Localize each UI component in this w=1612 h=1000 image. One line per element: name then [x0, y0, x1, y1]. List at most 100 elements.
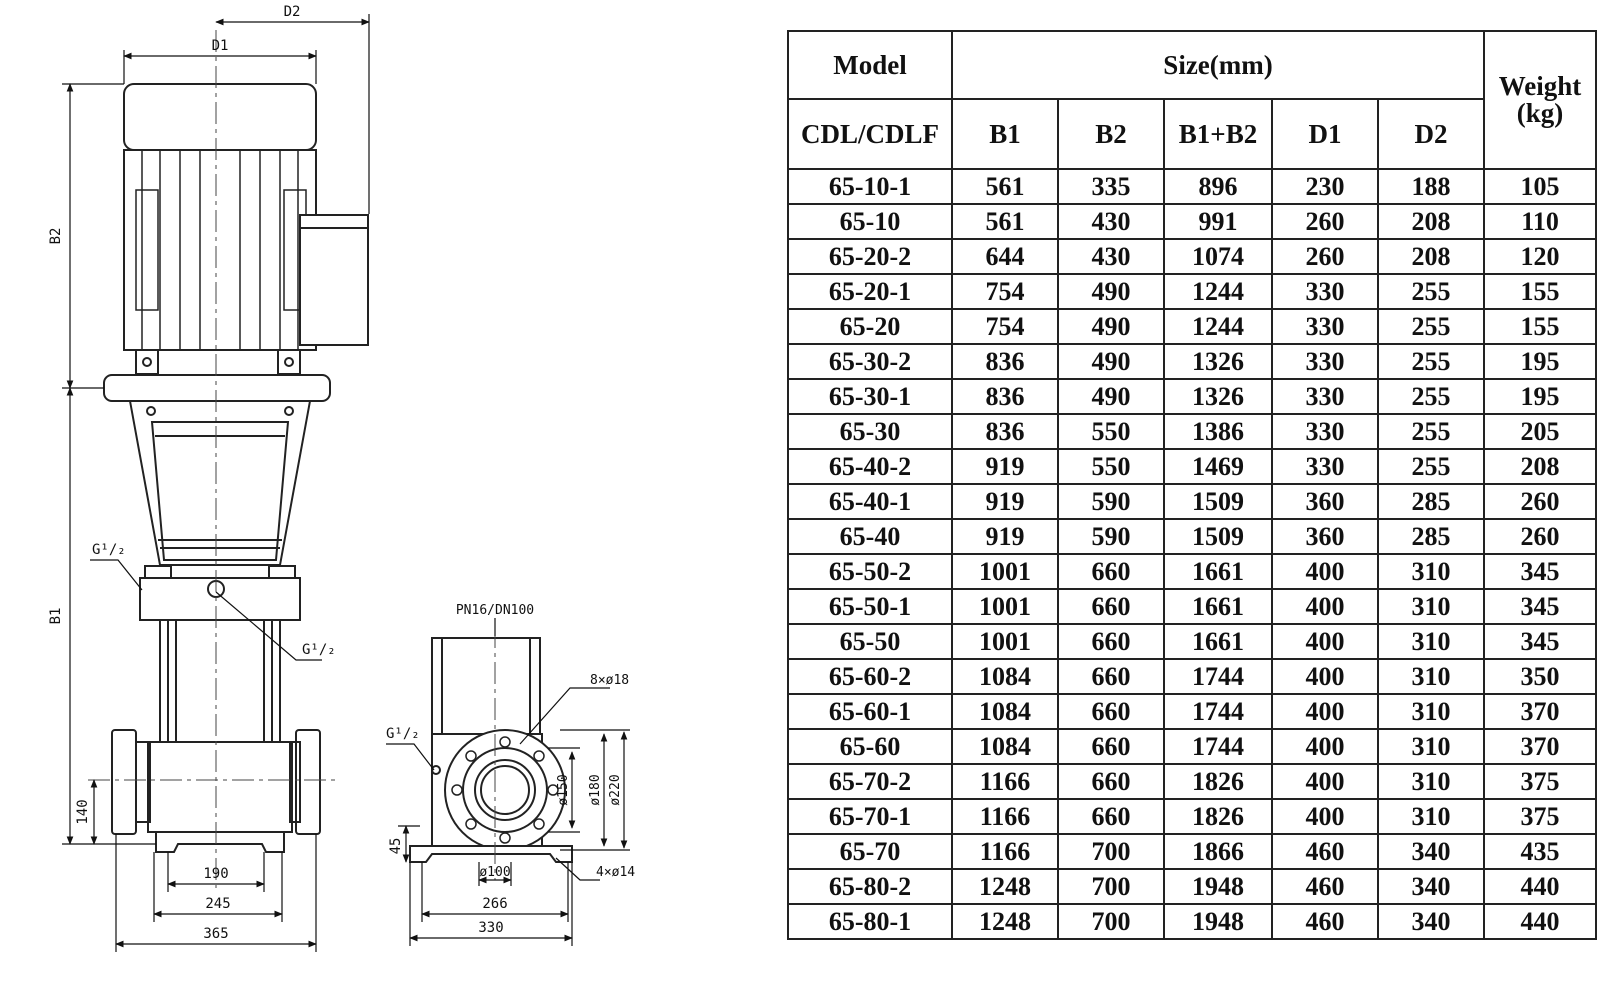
- weight-cell: 345: [1483, 588, 1598, 625]
- d1-cell: 460: [1271, 868, 1379, 905]
- table-subheader-row: CDL/CDLF B1 B2 B1+B2 D1 D2: [787, 98, 1596, 170]
- label-365: 365: [203, 926, 228, 942]
- b1b2-cell: 1826: [1163, 763, 1273, 800]
- b1-cell: 836: [951, 413, 1059, 450]
- b1-cell: 1001: [951, 623, 1059, 660]
- weight-cell: 345: [1483, 623, 1598, 660]
- weight-cell: 195: [1483, 343, 1598, 380]
- motor-cooling-fins: [135, 150, 307, 350]
- d2-cell: 310: [1376, 798, 1486, 835]
- b1b2-cell: 1744: [1163, 728, 1273, 765]
- b1-cell: 1084: [951, 693, 1059, 730]
- label-dia-100: ø100: [479, 865, 510, 880]
- b2-cell: 660: [1057, 588, 1165, 625]
- model-cell: 65-60-1: [787, 693, 953, 730]
- model-cell: 65-70-2: [787, 763, 953, 800]
- b2-header: B2: [1057, 98, 1165, 170]
- d1-cell: 230: [1271, 168, 1379, 205]
- d1-cell: 400: [1271, 693, 1379, 730]
- d2-cell: 285: [1376, 518, 1486, 555]
- b2-cell: 430: [1057, 238, 1165, 275]
- motor-fan-cover: [123, 83, 317, 151]
- d2-cell: 310: [1376, 553, 1486, 590]
- model-cell: 65-10: [787, 203, 953, 240]
- d2-cell: 310: [1376, 763, 1486, 800]
- b1-cell: 1166: [951, 833, 1059, 870]
- b1b2-cell: 1509: [1163, 518, 1273, 555]
- label-245: 245: [205, 896, 230, 912]
- b1b2-cell: 1326: [1163, 343, 1273, 380]
- label-g-lower: G¹/₂: [302, 642, 336, 658]
- d2-cell: 285: [1376, 483, 1486, 520]
- label-d2: D2: [284, 4, 301, 20]
- weight-cell: 370: [1483, 728, 1598, 765]
- model-cell: 65-20-2: [787, 238, 953, 275]
- d1-cell: 330: [1271, 308, 1379, 345]
- b2-cell: 700: [1057, 868, 1165, 905]
- label-flange-spec: PN16/DN100: [456, 603, 534, 618]
- b1-cell: 754: [951, 273, 1059, 310]
- b2-cell: 490: [1057, 273, 1165, 310]
- d2-cell: 255: [1376, 378, 1486, 415]
- b1-cell: 1166: [951, 798, 1059, 835]
- model-cell: 65-40: [787, 518, 953, 555]
- d1-cell: 400: [1271, 728, 1379, 765]
- model-cell: 65-60: [787, 728, 953, 765]
- weight-cell: 205: [1483, 413, 1598, 450]
- d1-cell: 400: [1271, 623, 1379, 660]
- b1b2-cell: 1948: [1163, 868, 1273, 905]
- b1b2-header: B1+B2: [1163, 98, 1273, 170]
- weight-header: Weight (kg): [1483, 30, 1598, 170]
- label-dia-150: ø150: [556, 774, 571, 805]
- label-190: 190: [203, 866, 228, 882]
- b1-cell: 919: [951, 448, 1059, 485]
- d2-cell: 310: [1376, 658, 1486, 695]
- d2-cell: 340: [1376, 903, 1486, 940]
- b1b2-cell: 1866: [1163, 833, 1273, 870]
- b1b2-cell: 1744: [1163, 658, 1273, 695]
- model-cell: 65-30-2: [787, 343, 953, 380]
- b1-cell: 1001: [951, 588, 1059, 625]
- d2-cell: 255: [1376, 308, 1486, 345]
- b1-cell: 1084: [951, 658, 1059, 695]
- label-140: 140: [75, 799, 91, 824]
- model-cell: 65-50-1: [787, 588, 953, 625]
- weight-cell: 260: [1483, 483, 1598, 520]
- b2-cell: 660: [1057, 658, 1165, 695]
- b2-cell: 590: [1057, 483, 1165, 520]
- weight-cell: 370: [1483, 693, 1598, 730]
- b1b2-cell: 991: [1163, 203, 1273, 240]
- b1-cell: 1001: [951, 553, 1059, 590]
- b1-cell: 1084: [951, 728, 1059, 765]
- d2-header: D2: [1376, 98, 1486, 170]
- b2-cell: 660: [1057, 553, 1165, 590]
- weight-cell: 110: [1483, 203, 1598, 240]
- pump-base: [147, 741, 293, 833]
- weight-cell: 195: [1483, 378, 1598, 415]
- terminal-box: [299, 214, 369, 346]
- d2-cell: 255: [1376, 413, 1486, 450]
- b2-cell: 490: [1057, 308, 1165, 345]
- weight-cell: 120: [1483, 238, 1598, 275]
- model-header: Model: [787, 30, 953, 100]
- d1-cell: 330: [1271, 413, 1379, 450]
- table-header-row: Model Size(mm) Weight (kg): [787, 30, 1598, 170]
- d1-cell: 360: [1271, 518, 1379, 555]
- weight-cell: 105: [1483, 168, 1598, 205]
- pump-flange-view: [409, 637, 573, 863]
- pump-head: [139, 577, 301, 621]
